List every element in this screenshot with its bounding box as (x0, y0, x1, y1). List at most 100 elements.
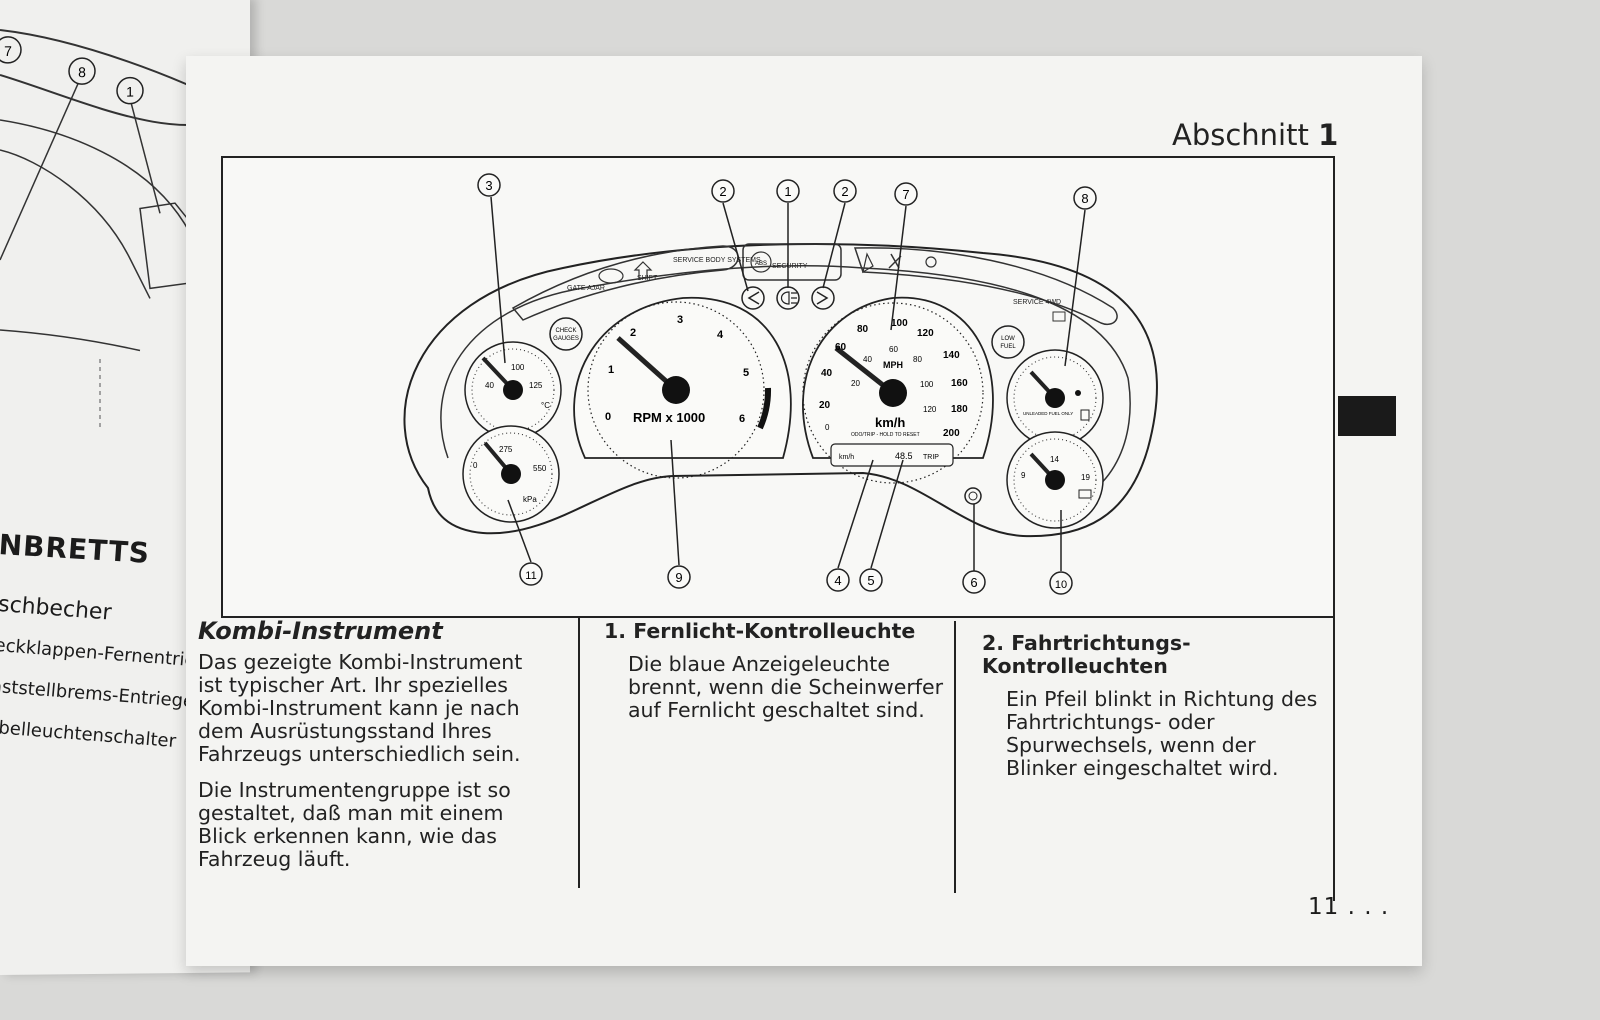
tachometer: 0 1 2 3 4 5 6 RPM x 1000 (573, 297, 792, 479)
svg-text:80: 80 (913, 355, 922, 364)
trip-reset-knob (964, 487, 982, 505)
column-fahrtrichtung: 2. Fahrtrichtungs-Kontrolleuchten Ein Pf… (982, 632, 1322, 793)
manual-page: Abschnitt 1 GATE AJAR SHIFT SERVICE BODY… (186, 56, 1422, 966)
svg-text:140: 140 (943, 350, 960, 361)
svg-text:4: 4 (834, 573, 841, 588)
svg-text:°C: °C (541, 401, 550, 410)
svg-text:kPa: kPa (523, 495, 537, 504)
engine-icon (598, 268, 624, 284)
svg-text:3: 3 (677, 314, 683, 326)
svg-text:2: 2 (630, 327, 636, 339)
svg-text:4: 4 (717, 329, 724, 341)
svg-text:180: 180 (951, 404, 968, 415)
turn-signal-right-indicator (811, 286, 835, 310)
svg-text:120: 120 (917, 328, 934, 339)
svg-text:SERVICE 4WD: SERVICE 4WD (1013, 299, 1061, 306)
svg-text:km/h: km/h (839, 454, 854, 461)
coolant-temperature-gauge: 40 100 125 °C (464, 341, 562, 439)
column-divider (954, 621, 956, 893)
cluster-drawing: GATE AJAR SHIFT SERVICE BODY SYSTEMS SEC… (403, 173, 1158, 595)
column-fernlicht: 1. Fernlicht-Kontrolleuchte Die blaue An… (604, 620, 946, 735)
svg-text:40: 40 (863, 355, 872, 364)
fahrtrichtung-heading: 2. Fahrtrichtungs-Kontrolleuchten (982, 631, 1191, 678)
svg-text:200: 200 (943, 428, 960, 439)
battery-icon (1078, 489, 1092, 499)
seatbelt-icon (862, 252, 874, 274)
center-warning-strip (742, 243, 842, 281)
lamp-icon (925, 256, 937, 268)
section-title: Abschnitt 1 (1172, 118, 1339, 152)
svg-text:14: 14 (1050, 455, 1059, 464)
svg-text:ODO/TRIP - HOLD TO RESET: ODO/TRIP - HOLD TO RESET (851, 432, 920, 438)
callout-8: 8 (1073, 186, 1097, 210)
svg-text:3: 3 (485, 178, 492, 193)
check-gauges-light: CHECK GAUGES (549, 317, 583, 351)
rpm-label: RPM x 1000 (633, 410, 705, 425)
abs-icon: ABS (750, 251, 772, 273)
svg-text:0: 0 (825, 423, 830, 432)
dashboard-sketch: 7 8 1 (0, 29, 241, 429)
svg-text:11: 11 (525, 570, 536, 582)
svg-text:100: 100 (920, 380, 934, 389)
callout-3: 3 (477, 173, 501, 197)
svg-text:7: 7 (4, 43, 12, 59)
svg-text:160: 160 (951, 378, 968, 389)
svg-text:2: 2 (719, 184, 726, 199)
odometer-display: km/h 48.5 TRIP (830, 443, 954, 467)
svg-text:LOW: LOW (1001, 336, 1015, 342)
page-number: 11 . . . (1308, 894, 1390, 920)
svg-text:SECURITY: SECURITY (772, 263, 808, 270)
svg-text:550: 550 (533, 464, 547, 473)
left-page-heading: NBRETTS (0, 528, 152, 570)
column-divider (578, 616, 580, 888)
svg-text:20: 20 (819, 400, 831, 411)
svg-text:UNLEADED FUEL ONLY: UNLEADED FUEL ONLY (1023, 411, 1073, 416)
turn-signal-left-indicator (741, 286, 765, 310)
svg-text:20: 20 (851, 379, 860, 388)
svg-text:GAUGES: GAUGES (553, 336, 579, 342)
callout-11: 11 (519, 562, 543, 586)
svg-text:40: 40 (485, 381, 494, 390)
svg-text:125: 125 (529, 381, 543, 390)
svg-text:ABS: ABS (755, 261, 767, 267)
svg-text:48.5: 48.5 (895, 451, 913, 461)
svg-text:80: 80 (857, 324, 869, 335)
voltmeter-gauge: 9 14 19 (1006, 431, 1104, 529)
callout-8: 8 (68, 57, 96, 85)
margin-rule (1333, 396, 1335, 901)
svg-text:100: 100 (891, 318, 908, 329)
svg-text:1: 1 (784, 184, 791, 199)
fahrtrichtung-paragraph: Ein Pfeil blinkt in Richtung des Fahrtri… (1006, 687, 1318, 780)
section-thumb-tab (1338, 396, 1396, 436)
svg-text:5: 5 (743, 367, 749, 379)
svg-text:MPH: MPH (883, 360, 903, 370)
left-warning-strip (511, 245, 739, 321)
callout-4: 4 (826, 568, 850, 592)
svg-text:60: 60 (835, 342, 847, 353)
speedometer: 20 40 60 80 100 120 0 20 40 60 80 100 12… (802, 296, 994, 484)
svg-text:2: 2 (841, 184, 848, 199)
svg-text:TRIP: TRIP (923, 454, 939, 461)
callout-2-right: 2 (833, 179, 857, 203)
high-beam-indicator (776, 286, 800, 310)
svg-text:0: 0 (473, 461, 478, 470)
kombi-instrument-paragraph-1: Das gezeigte Kombi-Instrument ist typisc… (198, 650, 523, 766)
battery-small-icon (1052, 311, 1066, 322)
fuel-gauge: UNLEADED FUEL ONLY (1006, 349, 1104, 447)
instrument-cluster-diagram: GATE AJAR SHIFT SERVICE BODY SYSTEMS SEC… (221, 156, 1335, 618)
svg-text:8: 8 (78, 64, 86, 80)
fernlicht-paragraph: Die blaue Anzeigeleuchte brennt, wenn di… (628, 652, 944, 722)
callout-10: 10 (1049, 571, 1073, 595)
svg-text:60: 60 (889, 345, 898, 354)
svg-text:7: 7 (902, 187, 909, 202)
svg-text:1: 1 (608, 364, 614, 376)
callout-7: 7 (894, 182, 918, 206)
callout-5: 5 (859, 568, 883, 592)
kombi-instrument-heading: Kombi-Instrument (198, 617, 443, 645)
cluster-housing (403, 243, 1158, 538)
svg-text:6: 6 (739, 413, 745, 425)
column-kombi-instrument: Kombi-Instrument Das gezeigte Kombi-Inst… (198, 617, 550, 884)
left-page: 7 8 1 NBRETTS schbecher eckklappen-Ferne… (0, 0, 250, 976)
right-warning-strip (853, 247, 1118, 325)
svg-text:5: 5 (867, 573, 874, 588)
